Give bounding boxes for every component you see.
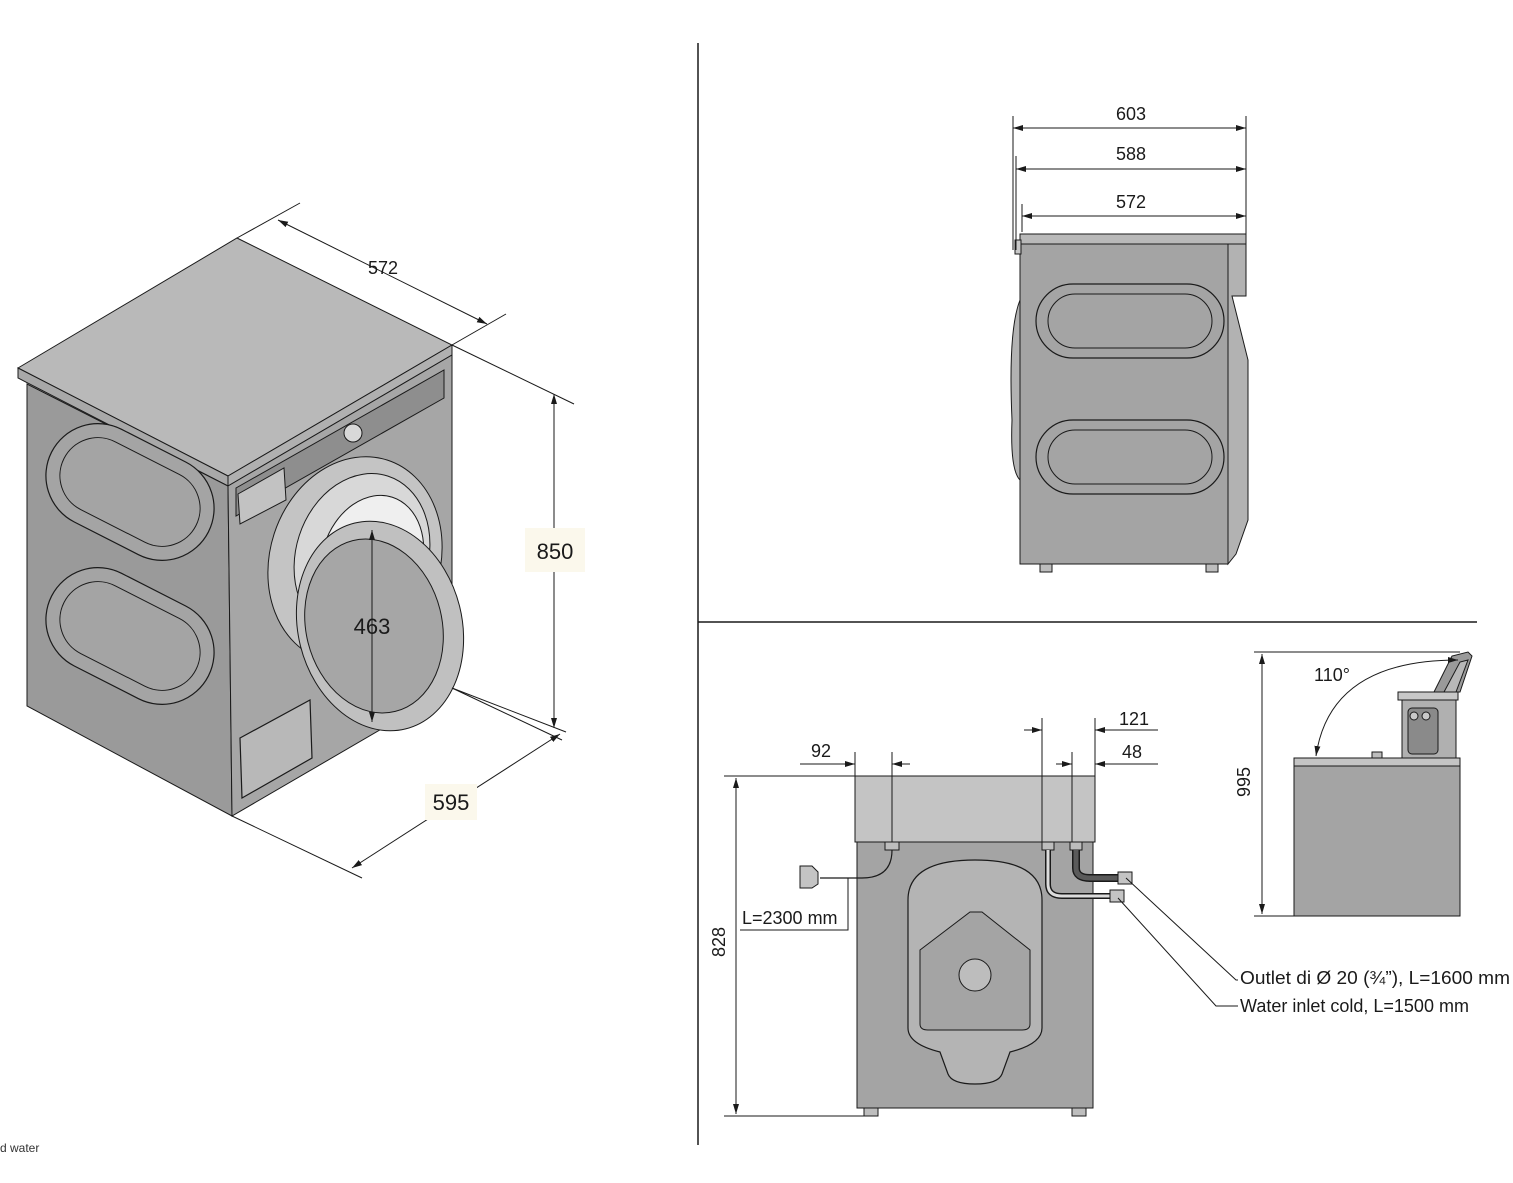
inlet-label: Water inlet cold, L=1500 mm <box>1240 996 1469 1016</box>
side-panel-upper-inner <box>1047 293 1213 349</box>
side-machine <box>1010 233 1249 573</box>
iso-door-label: 463 <box>354 614 391 639</box>
lid-machine <box>1293 651 1473 917</box>
iso-side-panel-upper <box>45 423 215 561</box>
inlet-fitting <box>1109 889 1125 903</box>
iso-detergent-drawer <box>237 467 287 525</box>
iso-width-label: 595 <box>433 790 470 815</box>
side-front-door <box>1010 299 1021 482</box>
rear-drum-hub <box>958 958 992 992</box>
lid-drawer-hole-1 <box>1409 711 1419 721</box>
iso-height-label: 850 <box>537 539 574 564</box>
iso-side-panel-upper-inner <box>59 437 201 547</box>
iso-machine <box>16 237 465 817</box>
power-cable-label: L=2300 mm <box>742 908 838 928</box>
rear-outlet-socket <box>1069 841 1083 851</box>
lid-top <box>1293 757 1461 767</box>
side-panel-lower <box>1035 419 1225 495</box>
side-rear-bulge <box>1227 243 1249 566</box>
iso-depth-label: 572 <box>368 258 398 278</box>
footer-fragment: d water <box>0 1141 40 1155</box>
side-foot-rear <box>1205 563 1219 573</box>
side-foot-front <box>1039 563 1053 573</box>
rear-inlet-socket <box>1041 841 1055 851</box>
outlet-label: Outlet di Ø 20 (¾”), L=1600 mm <box>1240 968 1510 988</box>
iso-side-panel-lower <box>45 567 215 705</box>
power-cable <box>820 849 893 879</box>
iso-width-label-bg <box>425 784 477 820</box>
side-depth-overall-label: 603 <box>1116 104 1146 124</box>
side-dimensions <box>1012 116 1247 250</box>
rear-right-offset-outer-label: 121 <box>1119 709 1149 729</box>
iso-service-hatch <box>239 699 313 800</box>
lid-dimensions <box>1254 651 1460 917</box>
lid-height-label: 995 <box>1234 767 1254 797</box>
rear-left-offset-label: 92 <box>811 741 831 761</box>
lid-knob <box>1371 751 1383 759</box>
rear-dimensions <box>724 718 1238 1117</box>
rear-right-offset-inner-label: 48 <box>1122 742 1142 762</box>
inlet-hose-core <box>1046 850 1112 898</box>
side-top <box>1019 233 1247 245</box>
power-plug <box>799 865 819 889</box>
iso-control-panel <box>235 369 445 517</box>
lid-drawer-top <box>1397 691 1459 701</box>
lid-drawer-hole-2 <box>1421 711 1431 721</box>
side-knob <box>1014 239 1022 255</box>
rear-power-socket <box>884 841 900 851</box>
lid-angle-label: 110° <box>1314 665 1350 685</box>
side-depth-mid-label: 588 <box>1116 144 1146 164</box>
iso-program-knob <box>343 423 363 443</box>
rear-machine <box>854 775 1096 1117</box>
side-panel-lower-inner <box>1047 429 1213 485</box>
side-panel-upper <box>1035 283 1225 359</box>
rear-foot-left <box>863 1107 879 1117</box>
outlet-hose-core <box>1073 850 1120 881</box>
rear-top <box>854 775 1096 843</box>
side-depth-body-label: 572 <box>1116 192 1146 212</box>
rear-foot-right <box>1071 1107 1087 1117</box>
lid-body <box>1293 765 1461 917</box>
rear-height-label: 828 <box>709 927 729 957</box>
iso-height-label-bg <box>525 528 585 572</box>
iso-side-panel-lower-inner <box>59 581 201 691</box>
iso-dimensions <box>231 202 575 879</box>
